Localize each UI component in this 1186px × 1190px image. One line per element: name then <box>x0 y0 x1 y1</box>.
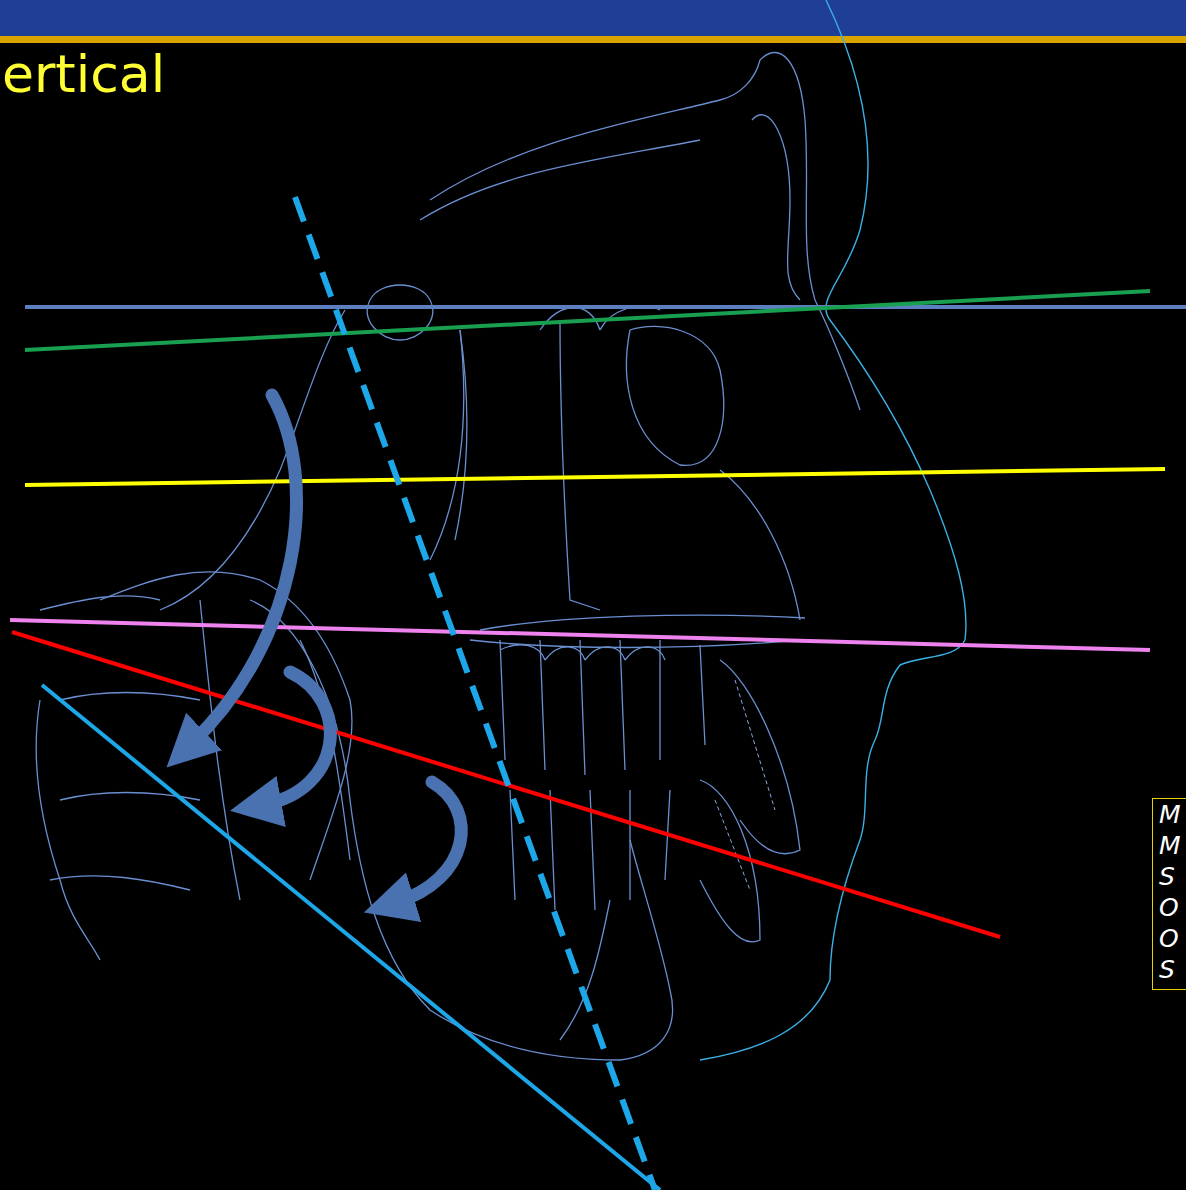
box-text: M <box>1153 830 1186 861</box>
reference-line <box>25 469 1165 485</box>
rotation-arrow <box>190 395 461 903</box>
header-rule <box>0 36 1186 43</box>
box-text: O <box>1153 892 1186 923</box>
reference-line <box>42 685 660 1190</box>
box-text: S <box>1153 861 1186 892</box>
reference-line <box>10 620 1150 650</box>
skull-outline <box>36 53 860 1061</box>
header-bar <box>0 0 1186 36</box>
dashed-axis <box>295 197 655 1190</box>
legend-box: MMSOOS <box>1152 798 1186 990</box>
box-text: M <box>1153 799 1186 830</box>
box-text: O <box>1153 923 1186 954</box>
slide-title: ertical <box>2 44 165 104</box>
soft-tissue-profile <box>700 0 966 1060</box>
box-text: S <box>1153 954 1186 985</box>
reference-line <box>25 305 1186 309</box>
reference-line <box>25 291 1150 350</box>
